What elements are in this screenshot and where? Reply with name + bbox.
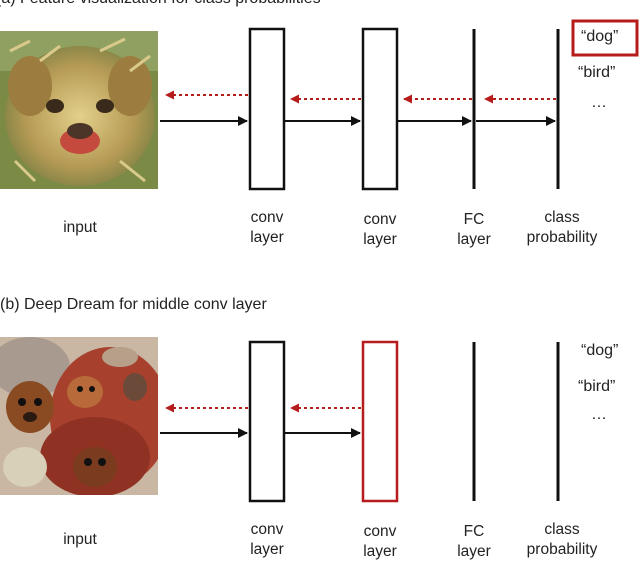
panel-feature-visualization: (a) Feature visualization for class prob…	[0, 0, 640, 280]
panel-deep-dream: (b) Deep Dream for middle conv layer inp…	[0, 280, 640, 562]
class-dog: “dog”	[581, 342, 618, 360]
class-ellipsis: …	[591, 406, 607, 424]
conv-layer-1-box	[250, 342, 284, 501]
middle-conv-layer-highlight	[363, 342, 397, 501]
conv-layer-2-box	[363, 29, 397, 189]
class-bird: “bird”	[578, 378, 615, 396]
class-bird: “bird”	[578, 64, 615, 82]
class-ellipsis: …	[591, 94, 607, 112]
class-dog: “dog”	[581, 28, 618, 46]
conv-layer-1-box	[250, 29, 284, 189]
